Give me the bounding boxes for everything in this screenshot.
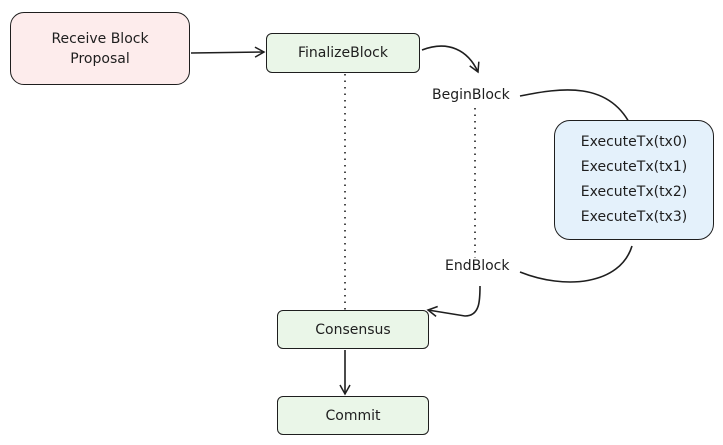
begin-block-label: BeginBlock [430, 87, 512, 103]
execute-tx-node: ExecuteTx(tx0) ExecuteTx(tx1) ExecuteTx(… [554, 120, 714, 240]
execute-tx3-label: ExecuteTx(tx3) [580, 209, 688, 225]
arrow-receive-to-finalize [190, 46, 266, 58]
end-block-label: EndBlock [443, 258, 512, 274]
finalize-block-label: FinalizeBlock [298, 45, 388, 61]
arrow-finalize-to-begin [421, 45, 480, 74]
receive-block-proposal-node: Receive Block Proposal [10, 12, 190, 85]
receive-node-line2: Proposal [70, 50, 130, 67]
line-begin-to-execute [519, 89, 633, 129]
execute-tx0-label: ExecuteTx(tx0) [580, 134, 688, 150]
receive-node-line1: Receive Block [51, 30, 149, 47]
commit-label: Commit [325, 407, 381, 424]
commit-node: Commit [277, 396, 429, 435]
arrow-end-to-consensus [426, 285, 481, 317]
execute-tx1-label: ExecuteTx(tx1) [580, 159, 688, 175]
execute-tx2-label: ExecuteTx(tx2) [580, 184, 688, 200]
consensus-node: Consensus [277, 310, 429, 349]
line-execute-to-end [519, 245, 633, 283]
finalize-block-node: FinalizeBlock [266, 33, 420, 73]
consensus-label: Consensus [315, 321, 391, 338]
